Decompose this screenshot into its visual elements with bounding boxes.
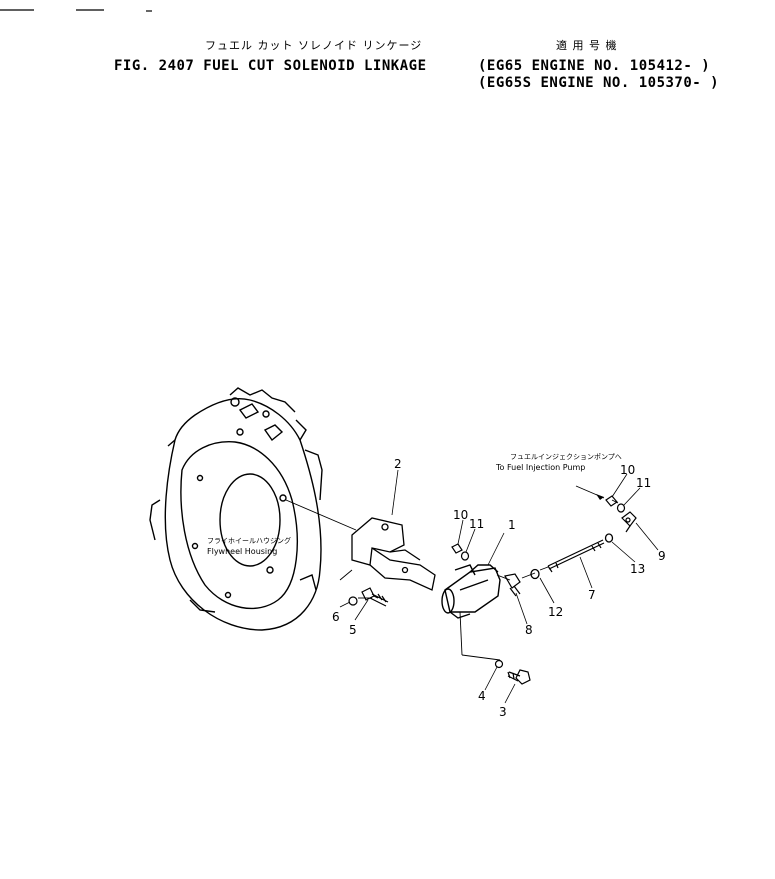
callout-11-right: 11 [636, 476, 651, 490]
engine-number-line-1: (EG65 ENGINE NO. 105412- ) [478, 58, 711, 74]
callout-2: 2 [394, 457, 402, 471]
washer-6 [348, 596, 358, 606]
callout-6: 6 [332, 610, 340, 624]
washer-11-right [616, 503, 626, 513]
callout-7: 7 [588, 588, 596, 602]
title-japanese: フュエル カット ソレノイド リンケージ [205, 39, 423, 52]
assembly-lines [285, 485, 619, 661]
fuel-pump-label: To Fuel Injection Pump [496, 463, 586, 472]
callout-11-left: 11 [469, 517, 484, 531]
callout-10-right: 10 [620, 463, 635, 477]
flywheel-housing-label-jp: フライホイールハウジング [207, 537, 291, 545]
callout-13: 13 [630, 562, 645, 576]
washer-11-left [460, 551, 470, 561]
bracket [351, 517, 436, 591]
figure-title: FIG. 2407 FUEL CUT SOLENOID LINKAGE [114, 58, 427, 74]
callout-4: 4 [478, 689, 486, 703]
callout-1: 1 [508, 518, 516, 532]
washer-4 [494, 659, 504, 669]
engine-number-line-2: (EG65S ENGINE NO. 105370- ) [478, 75, 720, 91]
rod-7 [547, 539, 605, 573]
nut-13 [604, 533, 614, 543]
nut-10-left [451, 543, 463, 554]
nut-10-right [605, 495, 618, 507]
flywheel-housing-label: Flywheel Housing [207, 547, 278, 556]
callout-3: 3 [499, 705, 507, 719]
joint-9 [621, 511, 637, 533]
applicable-models-japanese: 適 用 号 機 [556, 39, 618, 52]
callout-8: 8 [525, 623, 533, 637]
callout-5: 5 [349, 623, 357, 637]
bolt-3 [507, 669, 531, 685]
bolt-5 [361, 587, 389, 607]
flywheel-housing [149, 387, 323, 631]
callout-10-left: 10 [453, 508, 468, 522]
direction-arrow [596, 494, 604, 500]
solenoid [441, 564, 501, 619]
callout-9: 9 [658, 549, 666, 563]
fuel-pump-label-jp: フュエルインジェクションポンプへ [510, 453, 622, 461]
callout-12: 12 [548, 605, 563, 619]
joint-8 [504, 573, 521, 597]
nut-12 [530, 568, 540, 580]
